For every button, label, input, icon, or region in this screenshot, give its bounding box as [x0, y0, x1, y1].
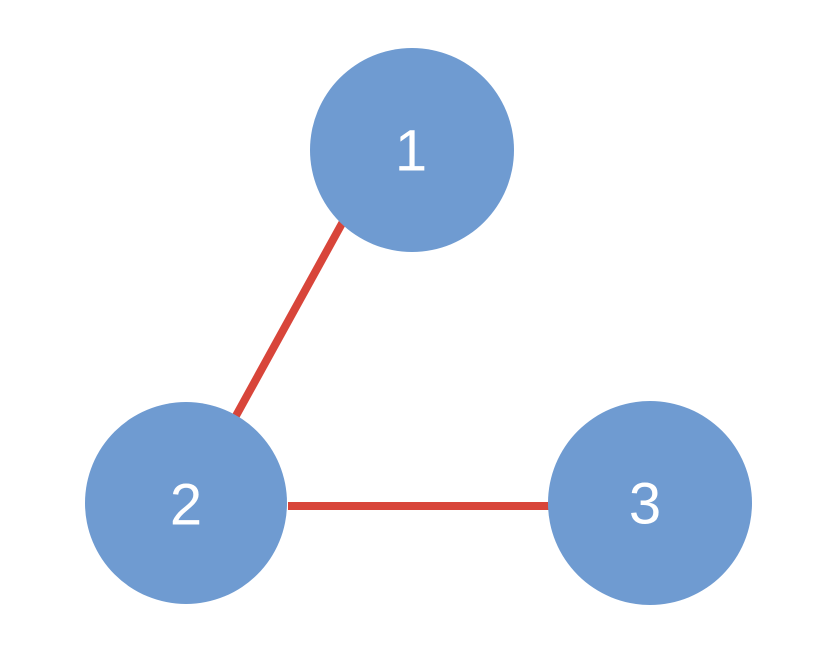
graph-node-circle-2[interactable]: [85, 402, 287, 604]
graph-node-label-1: 1: [395, 119, 427, 184]
graph-node-label-2: 2: [170, 473, 202, 538]
graph-node-3[interactable]: 3: [548, 401, 752, 605]
graph-node-circle-1[interactable]: [310, 48, 514, 252]
node-layer: 1 2 3: [85, 48, 752, 605]
edge-layer: [228, 216, 551, 510]
graph-node-circle-3[interactable]: [548, 401, 752, 605]
graph-edge-1-2[interactable]: [228, 216, 349, 425]
graph-node-2[interactable]: 2: [85, 402, 287, 604]
graph-node-1[interactable]: 1: [310, 48, 514, 252]
graph-node-label-3: 3: [629, 472, 661, 537]
